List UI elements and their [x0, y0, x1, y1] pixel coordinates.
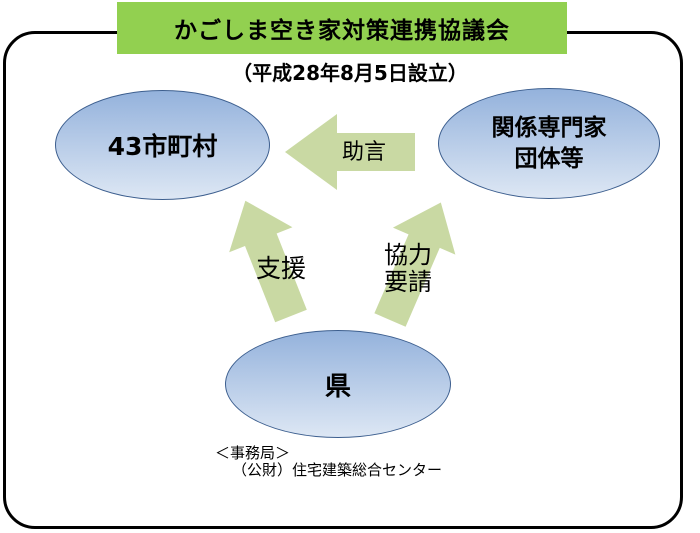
cooperation-arrow-label: 協力 要請 — [384, 242, 432, 296]
secretariat-note: ＜事務局＞ （公財）住宅建築総合センター — [215, 445, 442, 479]
support-arrow-label: 支援 — [256, 254, 307, 283]
node-prefecture-label: 県 — [324, 371, 351, 402]
node-prefecture: 県 — [225, 330, 451, 438]
advice-arrow-left-icon — [285, 114, 415, 190]
node-experts-label-line2: 団体等 — [514, 145, 584, 172]
node-municipalities-label: 43市町村 — [107, 132, 218, 161]
establishment-date-subtitle: （平成28年8月5日設立） — [232, 61, 468, 85]
node-municipalities: 43市町村 — [55, 90, 270, 200]
cooperation-arrow-up-icon — [374, 202, 456, 327]
secretariat-note-line2: （公財）住宅建築総合センター — [232, 461, 443, 479]
support-arrow-up-icon — [229, 200, 307, 323]
secretariat-note-line1: ＜事務局＞ — [215, 444, 291, 462]
cooperation-arrow-label-line2: 要請 — [384, 268, 432, 296]
cooperation-arrow-label-line1: 協力 — [384, 241, 432, 269]
node-experts-label-line1: 関係専門家 — [491, 114, 607, 141]
node-expert-organizations: 関係専門家 団体等 — [438, 88, 660, 199]
diagram-title-banner: かごしま空き家対策連携協議会 — [117, 2, 567, 54]
advice-arrow-label: 助言 — [341, 140, 386, 165]
diagram-title: かごしま空き家対策連携協議会 — [174, 18, 510, 44]
